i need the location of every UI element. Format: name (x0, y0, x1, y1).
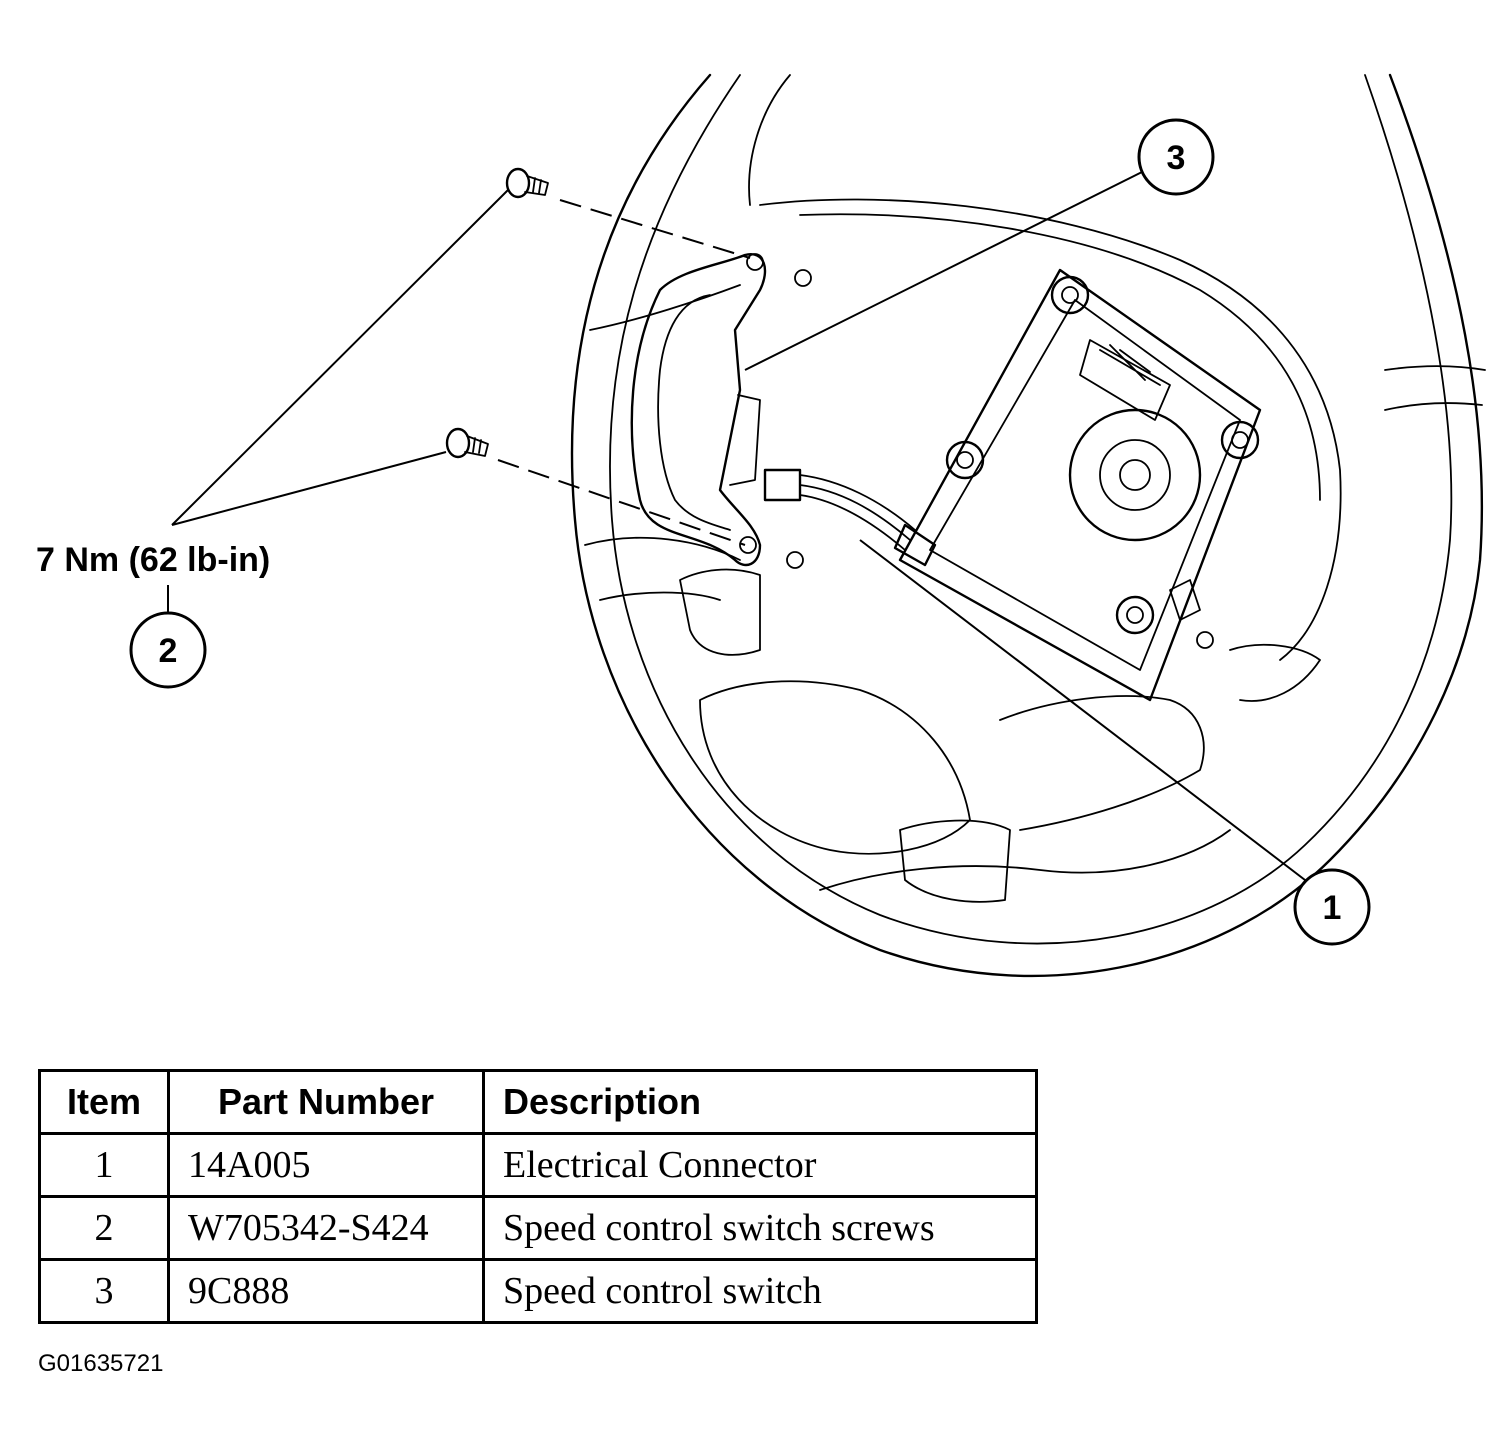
table-row: 2 W705342-S424 Speed control switch scre… (38, 1195, 1038, 1261)
leader-1 (859, 539, 1306, 881)
steering-wheel-rim (570, 73, 1486, 978)
callout-1: 1 (1293, 868, 1371, 946)
speed-control-switch (630, 253, 767, 567)
screw-lower (445, 427, 489, 459)
install-line-lower (497, 459, 746, 546)
leader-3 (744, 171, 1143, 371)
cell-part-number: W705342-S424 (167, 1195, 485, 1261)
install-line-upper (559, 199, 751, 259)
cell-item: 1 (38, 1132, 170, 1198)
cell-part-number: 9C888 (167, 1258, 485, 1324)
callout-3: 3 (1137, 118, 1215, 196)
electrical-connector (763, 468, 937, 567)
steering-wheel-diagram: 7 Nm (62 lb-in) 2 3 1 (36, 73, 1486, 978)
callout-2: 2 (129, 611, 207, 689)
screw-upper (505, 167, 549, 199)
cell-description: Electrical Connector (482, 1132, 1038, 1198)
torque-label: 7 Nm (62 lb-in) (36, 541, 270, 579)
mounting-plate (898, 268, 1262, 702)
figure-id: G01635721 (38, 1350, 164, 1377)
steering-hub (584, 198, 1342, 903)
callout-1-number: 1 (1323, 889, 1342, 927)
table-row: 1 14A005 Electrical Connector (38, 1132, 1038, 1198)
mounting-hole-lower (786, 551, 804, 569)
header-description: Description (482, 1069, 1038, 1135)
leader-2-upper (171, 189, 509, 526)
cell-description: Speed control switch (482, 1258, 1038, 1324)
parts-table: Item Part Number Description 1 14A005 El… (38, 1069, 1038, 1324)
cell-part-number: 14A005 (167, 1132, 485, 1198)
leader-2-lower (171, 451, 447, 526)
cell-description: Speed control switch screws (482, 1195, 1038, 1261)
table-header-row: Item Part Number Description (38, 1069, 1038, 1135)
callout-2-number: 2 (159, 632, 178, 670)
header-item: Item (38, 1069, 170, 1135)
callout-3-number: 3 (1167, 139, 1186, 177)
table-row: 3 9C888 Speed control switch (38, 1258, 1038, 1324)
mounting-hole-upper (794, 269, 812, 287)
cell-item: 3 (38, 1258, 170, 1324)
header-part-number: Part Number (167, 1069, 485, 1135)
cell-item: 2 (38, 1195, 170, 1261)
